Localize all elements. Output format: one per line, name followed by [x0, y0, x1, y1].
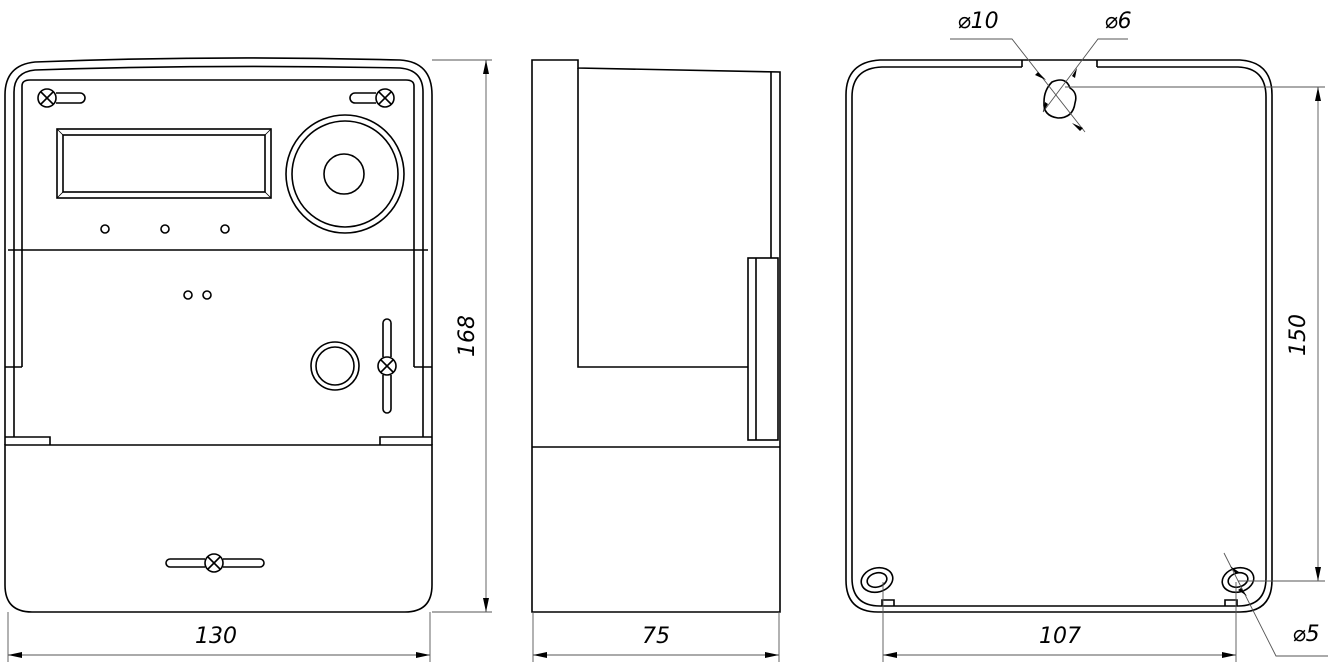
back-view [845, 59, 1273, 613]
hole-height-dimension: 150 [1286, 314, 1311, 356]
height-dimension: 168 [455, 315, 480, 357]
indicator-led [183, 290, 193, 300]
indicator-led [202, 290, 212, 300]
keyhole [1043, 79, 1077, 119]
width-dimension: 130 [195, 624, 237, 649]
side-outer-body [531, 59, 781, 613]
front-outer-body [4, 57, 433, 445]
keyhole-large-diameter: ⌀10 [957, 9, 998, 34]
seal-screw-icon [204, 553, 224, 573]
depth-dimension: 75 [642, 624, 670, 649]
lcd-display [56, 128, 272, 199]
back-outer-body [845, 59, 1273, 613]
seal-slot [382, 318, 392, 414]
side-view: 75 [531, 59, 781, 662]
seal-screw-icon [377, 356, 397, 376]
indicator-led [220, 224, 230, 234]
front-button [310, 341, 360, 391]
mount-hole-diameter: ⌀5 [1292, 622, 1319, 647]
seal-screw-icon [37, 88, 57, 108]
keyhole-small-diameter: ⌀6 [1104, 9, 1131, 34]
optical-port [323, 153, 365, 195]
seal-screw-icon [375, 88, 395, 108]
front-view [4, 57, 433, 613]
back-dimensions: 150 107 ⌀10 ⌀6 ⌀5 [882, 9, 1328, 662]
hole-spacing-dimension: 107 [1039, 624, 1081, 649]
optical-port-ring [285, 114, 405, 234]
cover-seal-slot [165, 558, 265, 568]
mount-hole [860, 566, 894, 594]
front-inner-rim [13, 65, 424, 367]
indicator-led [100, 224, 110, 234]
front-dimensions: 168 130 [7, 59, 492, 662]
indicator-led [160, 224, 170, 234]
side-strip [747, 257, 779, 441]
terminal-cover [4, 444, 433, 613]
